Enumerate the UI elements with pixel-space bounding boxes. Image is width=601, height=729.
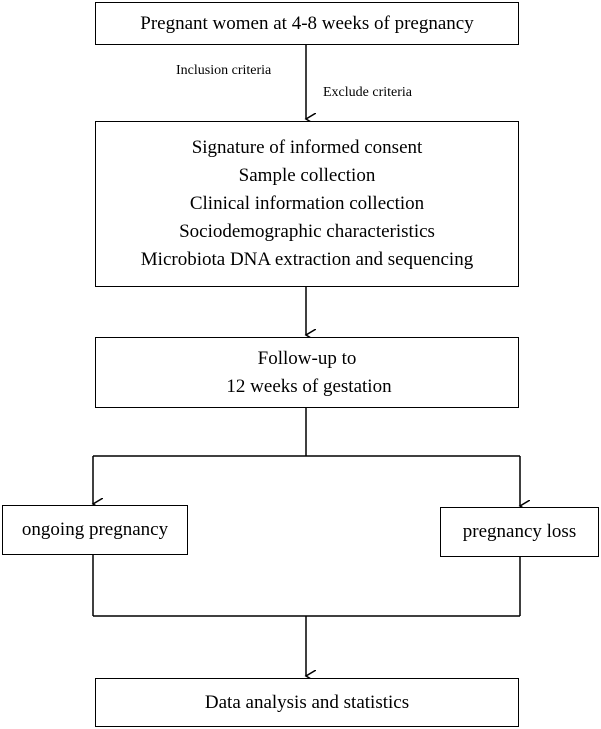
box-enrollment: Signature of informed consent Sample col…: [95, 121, 519, 287]
box-start: Pregnant women at 4-8 weeks of pregnancy: [95, 2, 519, 45]
enroll-line-sample: Sample collection: [238, 165, 376, 186]
enroll-line-microbiota: Microbiota DNA extraction and sequencing: [140, 249, 474, 270]
box-pregnancy-loss: pregnancy loss: [440, 507, 599, 557]
box-followup: Follow-up to 12 weeks of gestation: [95, 337, 519, 408]
ongoing-line: ongoing pregnancy: [21, 519, 169, 540]
followup-line-2: 12 weeks of gestation: [226, 375, 392, 397]
loss-line: pregnancy loss: [462, 521, 577, 542]
box-ongoing-pregnancy: ongoing pregnancy: [2, 505, 188, 555]
label-inclusion-criteria: Inclusion criteria: [176, 63, 272, 78]
followup-line-1: Follow-up to: [257, 347, 357, 369]
label-exclude-criteria: Exclude criteria: [323, 85, 413, 100]
enroll-line-clinical: Clinical information collection: [189, 193, 425, 214]
box-data-analysis: Data analysis and statistics: [95, 678, 519, 727]
analysis-line: Data analysis and statistics: [204, 691, 410, 713]
enroll-line-consent: Signature of informed consent: [191, 137, 423, 158]
box-start-line: Pregnant women at 4-8 weeks of pregnancy: [140, 12, 474, 34]
enroll-line-sociodemographic: Sociodemographic characteristics: [179, 221, 435, 242]
